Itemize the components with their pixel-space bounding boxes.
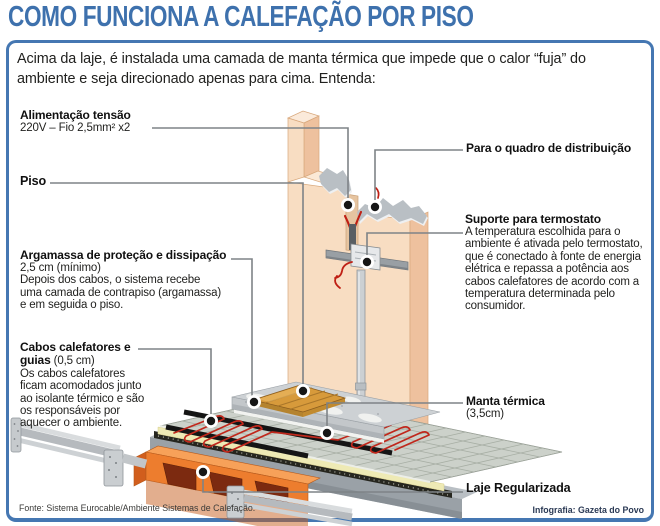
label-piso: Piso: [20, 174, 46, 188]
heating-cable-red: [173, 415, 430, 454]
label-argamassa-title: Argamassa de proteção e dissipação: [20, 248, 227, 262]
wall-graphic: [287, 110, 429, 437]
conduit-upper: [349, 224, 356, 250]
page-title: COMO FUNCIONA A CALEFAÇÃO POR PISO: [8, 1, 474, 33]
dot-piso: [296, 384, 310, 398]
label-cabos: Cabos calefatores e guias (0,5 cm) Os ca…: [20, 340, 154, 430]
label-manta: Manta térmica (3,5cm): [466, 395, 545, 420]
label-quadro: Para o quadro de distribuição: [466, 141, 632, 155]
credit-note: Infografia: Gazeta do Povo: [532, 505, 644, 515]
label-cabos-size: (0,5 cm): [50, 355, 95, 368]
dot-alimentacao: [341, 198, 355, 212]
dot-termostato: [360, 255, 374, 269]
dot-laje: [196, 465, 210, 479]
label-termostato-body: A temperatura escolhida para o ambiente …: [465, 225, 643, 313]
label-alimentacao: Alimentação tensão 220V – Fio 2,5mm² x2: [20, 109, 131, 134]
dot-manta: [320, 426, 334, 440]
guide-strips: [165, 409, 393, 459]
wood-floor-tile: [251, 384, 347, 417]
label-termostato: Suporte para termostato A temperatura es…: [465, 213, 649, 313]
label-argamassa-body: Depois dos cabos, o sistema recebe uma c…: [20, 274, 222, 312]
leader-dots: [196, 198, 382, 479]
label-manta-title: Manta térmica: [466, 394, 545, 408]
label-argamassa: Argamassa de proteção e dissipação 2,5 c…: [20, 249, 232, 312]
label-argamassa-subtitle: 2,5 cm (mínimo): [20, 261, 101, 274]
dot-cabos: [204, 414, 218, 428]
label-termostato-title: Suporte para termostato: [465, 212, 601, 226]
label-manta-size: (3,5cm): [466, 407, 504, 420]
dot-quadro: [368, 200, 382, 214]
label-alimentacao-title: Alimentação tensão: [20, 108, 131, 122]
label-cabos-title: Cabos calefatores e guias: [20, 340, 131, 368]
source-note: Fonte: Sistema Eurocable/Ambiente Sistem…: [19, 503, 256, 513]
dot-argamassa: [247, 395, 261, 409]
steel-beams: [10, 417, 353, 526]
broken-plaster-texture: [319, 168, 428, 226]
label-alimentacao-detail: 220V – Fio 2,5mm² x2: [20, 121, 131, 134]
intro-text: Acima da laje, é instalada uma camada de…: [17, 51, 586, 88]
label-cabos-body: Os cabos calefatores ficam acomodados ju…: [20, 367, 145, 430]
label-laje: Laje Regularizada: [466, 481, 571, 495]
